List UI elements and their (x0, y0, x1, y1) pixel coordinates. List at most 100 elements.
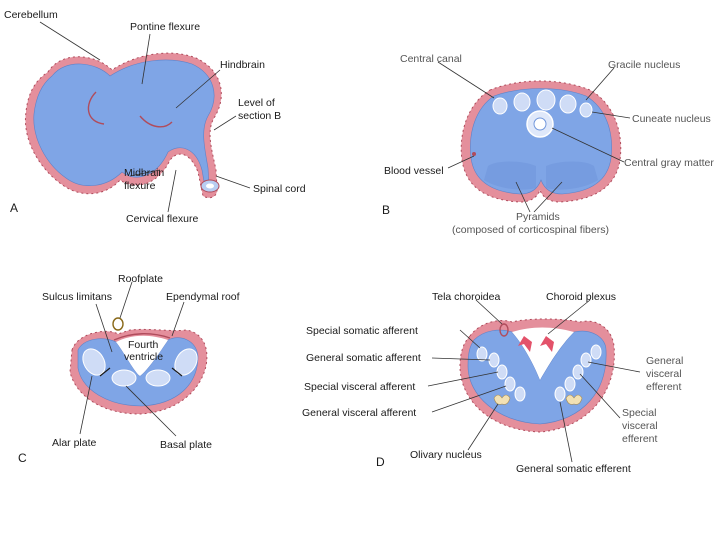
leader-cervical-flexure (167, 169, 177, 213)
label-tela-choroidea: Tela choroidea (432, 291, 500, 303)
leader-gse (559, 401, 573, 463)
label-level-of: Level of (238, 97, 275, 109)
label-section-b: section B (238, 110, 281, 122)
sva-cell-1 (496, 364, 508, 380)
central-canal (533, 117, 547, 131)
ssa-cell-1 (476, 346, 488, 362)
label-sve-2: visceral (622, 420, 658, 432)
label-blood-vessel: Blood vessel (384, 165, 444, 177)
label-sulcus-limitans: Sulcus limitans (42, 291, 112, 303)
label-alar-plate: Alar plate (52, 437, 97, 449)
leader-choroid-plexus (547, 299, 591, 335)
panel-a: Cerebellum Pontine flexure Hindbrain Lev… (4, 9, 306, 225)
label-special-somatic-afferent: Special somatic afferent (306, 325, 418, 337)
leader-pyramids-right (533, 181, 563, 213)
leader-cerebellum (39, 21, 101, 61)
label-sve-3: efferent (622, 433, 657, 445)
label-general-somatic-afferent: General somatic afferent (306, 352, 421, 364)
leader-hindbrain (175, 69, 221, 109)
choroid-plexus (518, 336, 554, 352)
sulcus-limitans-arrow-right (171, 367, 183, 377)
label-general-somatic-efferent: General somatic efferent (516, 463, 631, 475)
panel-c: Roofplate Sulcus limitans Ependymal roof… (18, 273, 240, 465)
label-gracile-nucleus: Gracile nucleus (608, 59, 680, 71)
label-flexure: flexure (124, 180, 156, 192)
label-cervical-flexure: Cervical flexure (126, 213, 199, 225)
panel-letter-b: B (382, 203, 390, 217)
leader-sva (427, 371, 499, 387)
basal-plate-right (145, 369, 171, 387)
label-ependymal-roof: Ependymal roof (166, 291, 240, 303)
leader-roofplate (119, 281, 133, 319)
gsa-cell-1 (488, 352, 500, 368)
label-choroid-plexus: Choroid plexus (546, 291, 616, 303)
gse-cell-2 (554, 386, 566, 402)
label-gve-1: General (646, 355, 683, 367)
label-cerebellum: Cerebellum (4, 9, 58, 21)
cuneate-nucleus (579, 102, 593, 118)
leader-gsa (431, 357, 491, 361)
gracile-nucleus (536, 89, 556, 111)
gse-cell-1 (514, 386, 526, 402)
roofplate (112, 317, 124, 331)
panel-letter-c: C (18, 451, 27, 465)
label-pontine-flexure: Pontine flexure (130, 21, 200, 33)
gva-cell-1 (504, 376, 516, 392)
leader-sulcus-limitans (95, 303, 113, 353)
leader-ssa (459, 329, 481, 349)
leader-central-gray (551, 127, 625, 163)
leader-tela-choroidea (475, 299, 503, 325)
pyramid-right (546, 161, 598, 190)
olivary-nucleus (493, 394, 583, 405)
cell-columns-left (476, 346, 526, 402)
label-ventricle: ventricle (124, 351, 163, 363)
central-canal-end (206, 183, 214, 189)
leader-gracile-nucleus (585, 67, 615, 101)
leader-gva (431, 385, 507, 413)
label-olivary-nucleus: Olivary nucleus (410, 449, 482, 461)
leader-cuneate-nucleus (591, 111, 631, 119)
leader-midbrain-flexure (129, 169, 161, 177)
sve-cell-2 (572, 364, 584, 380)
label-gve-2: visceral (646, 368, 682, 380)
label-central-canal: Central canal (400, 53, 462, 65)
basal-plate-left (111, 369, 137, 387)
label-general-visceral-afferent: General visceral afferent (302, 407, 416, 419)
pontine-flexure-notch (139, 115, 173, 128)
label-central-gray-matter: Central gray matter (624, 157, 714, 169)
panel-d: Tela choroidea Choroid plexus Special so… (302, 291, 683, 475)
sulcus-limitans-arrow-left (99, 367, 111, 377)
label-cuneate-nucleus: Cuneate nucleus (632, 113, 711, 125)
label-pyramids-note: (composed of corticospinal fibers) (452, 224, 609, 236)
label-pyramids: Pyramids (516, 211, 560, 223)
label-roofplate: Roofplate (118, 273, 163, 285)
leader-alar-plate (79, 375, 93, 435)
gsa-cell-2 (590, 344, 602, 360)
label-sve-1: Special (622, 407, 656, 419)
ependymal-roof (113, 333, 171, 341)
midbrain-flexure-notch (87, 91, 105, 125)
tela-choroidea (499, 323, 509, 337)
leader-level-of-section (213, 115, 237, 131)
nucleus-left-mid (513, 92, 531, 112)
pyramid-left (484, 161, 536, 190)
leader-olivary-nucleus (467, 403, 499, 451)
fourth-ventricle (116, 335, 168, 376)
cell-columns-right (554, 344, 602, 402)
leader-basal-plate (125, 385, 177, 437)
leader-ependymal-roof (171, 301, 185, 337)
leader-pyramids-left (515, 181, 531, 213)
leader-spinal-cord (215, 175, 251, 189)
label-fourth: Fourth (128, 339, 159, 351)
blood-vessel (472, 152, 476, 156)
panel-b: Central canal Gracile nucleus Cuneate nu… (382, 53, 714, 236)
gve-cell-2 (564, 376, 576, 392)
label-hindbrain: Hindbrain (220, 59, 265, 71)
label-special-visceral-afferent: Special visceral afferent (304, 381, 415, 393)
leader-gve (587, 361, 641, 373)
label-spinal-cord: Spinal cord (253, 183, 306, 195)
alar-plate-left (82, 348, 106, 376)
label-gve-3: efferent (646, 381, 681, 393)
nucleus-right-mid (559, 94, 577, 114)
